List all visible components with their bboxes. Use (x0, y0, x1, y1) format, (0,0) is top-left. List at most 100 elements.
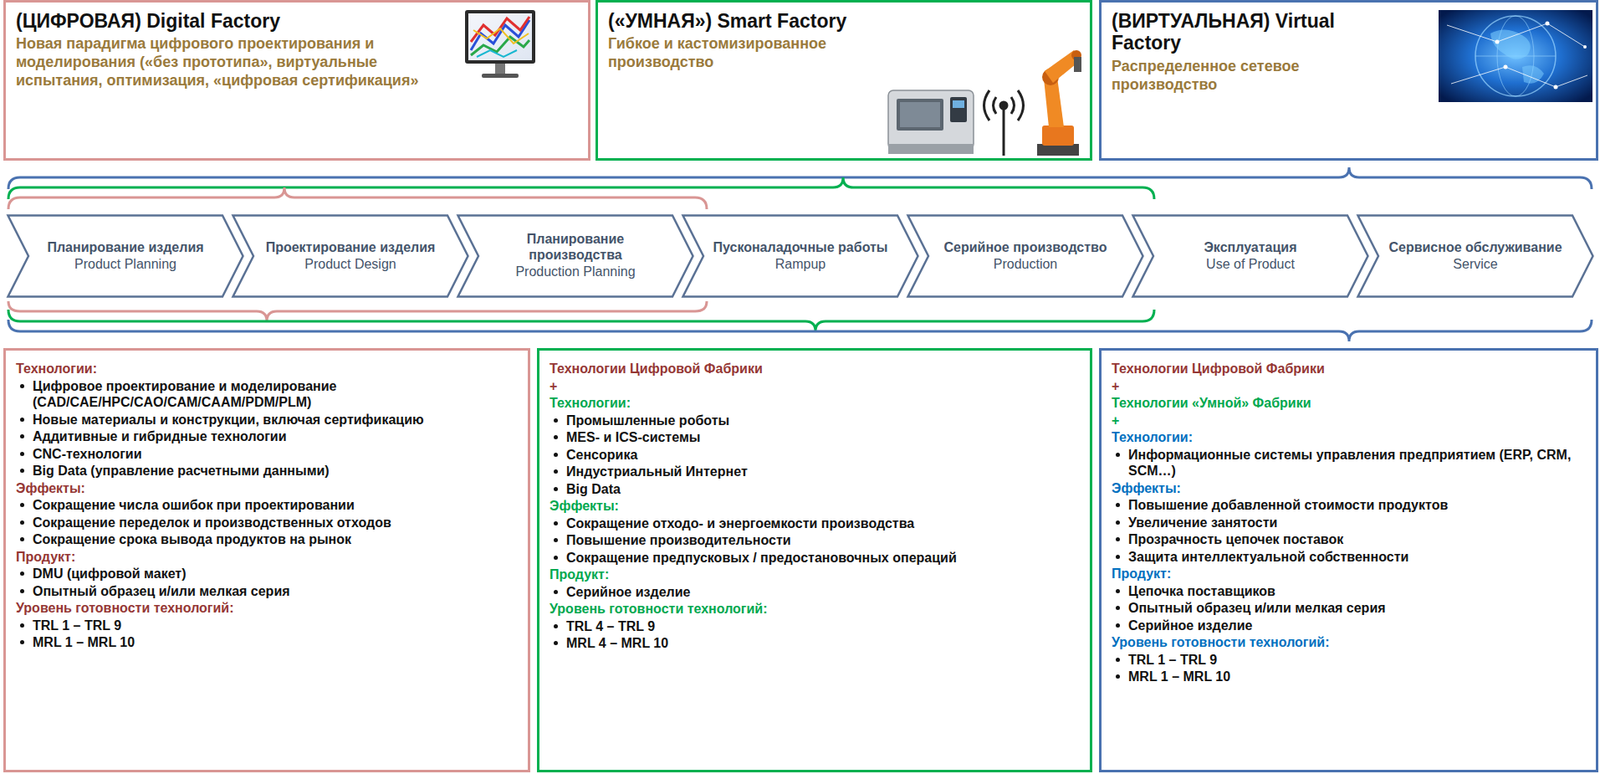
section-heading: Уровень готовности технологий: (549, 600, 1080, 618)
stage-title: Эксплуатация (1203, 240, 1297, 256)
section-heading: Продукт: (15, 548, 518, 566)
list-item: Сенсорика (549, 446, 1080, 464)
chevron-text-area: ЭксплуатацияUse of Product (1158, 216, 1343, 296)
list-item: Повышение производительности (549, 531, 1080, 549)
stage-subtitle: Rampup (775, 256, 826, 272)
list-item: MRL 1 – MRL 10 (15, 633, 518, 651)
list-item: TRL 1 – TRL 9 (1111, 651, 1586, 669)
list-item: Big Data (549, 480, 1080, 498)
list-item: Информационные системы управления предпр… (1111, 446, 1586, 480)
list-item: TRL 4 – TRL 9 (549, 618, 1080, 635)
box-subtitle: Гибкое и кастомизированное производство (608, 35, 885, 72)
chevron-shape (681, 214, 920, 298)
section-heading: Технологии: (15, 360, 518, 378)
list-item: Сокращение отходо- и энергоемкости произ… (549, 515, 1080, 532)
section-heading: + (1111, 412, 1586, 430)
panel-content: Технологии Цифровой Фабрики+Технологии:П… (549, 360, 1080, 652)
chevron-outline (683, 215, 919, 297)
section-heading: Технологии Цифровой Фабрики (549, 360, 1080, 378)
chevron-text-area: Пусконаладочные работыRampup (708, 216, 893, 296)
list-item: TRL 1 – TRL 9 (15, 617, 518, 634)
process-chevron: Планирование изделияProduct Planning (6, 214, 245, 298)
stage-title: Сервисное обслуживание (1388, 240, 1562, 256)
wireless-symbol (984, 90, 1024, 156)
chevron-shape (1131, 214, 1370, 298)
brace (8, 309, 1155, 332)
chevron-outline (1133, 215, 1369, 297)
section-heading: Эффекты: (15, 480, 518, 497)
technology-panel: Технологии Цифровой Фабрики+Технологии «… (1099, 347, 1599, 772)
chevron-outline (233, 215, 469, 297)
section-heading: Технологии: (1111, 429, 1586, 446)
section-heading: Уровень готовности технологий: (1111, 633, 1586, 651)
process-chevron: ЭксплуатацияUse of Product (1131, 214, 1370, 298)
box-title: (ВИРТУАЛЬНАЯ) Virtual Factory (1111, 10, 1338, 55)
brace (8, 187, 707, 210)
section-heading: Технологии «Умной» Фабрики (1111, 394, 1586, 412)
process-chevron: Сервисное обслуживаниеService (1356, 214, 1595, 298)
chevron-text-area: Проектирование изделияProduct Design (258, 216, 443, 296)
panel-content: Технологии Цифровой Фабрики+Технологии «… (1111, 360, 1586, 685)
brace (8, 167, 1592, 190)
chevron-outline (908, 215, 1144, 297)
brace (8, 177, 1155, 200)
section-heading: + (549, 378, 1080, 395)
stage-subtitle: Production (993, 256, 1059, 272)
list-item: Серийное изделие (1111, 617, 1586, 634)
list-item: MES- и ICS-системы (549, 429, 1080, 446)
process-chevron: Проектирование изделияProduct Design (231, 214, 470, 298)
stage-title: Проектирование изделия (265, 240, 436, 256)
factory-box: («УМНАЯ») Smart FactoryГибкое и кастомиз… (595, 0, 1093, 161)
factory-box: (ВИРТУАЛЬНАЯ) Virtual FactoryРаспределен… (1099, 0, 1599, 161)
stage-subtitle: Service (1452, 256, 1498, 272)
list-item: Серийное изделие (549, 583, 1080, 601)
section-heading: Уровень готовности технологий: (15, 599, 518, 617)
chevron-outline (1358, 215, 1594, 297)
list-item: Индустриальный Интернет (549, 463, 1080, 481)
brace (8, 319, 1592, 342)
chevron-text-area: Серийное производствоProduction (933, 216, 1118, 296)
list-item: MRL 1 – MRL 10 (1111, 668, 1586, 685)
list-item: MRL 4 – MRL 10 (549, 634, 1080, 652)
list-item: Увеличение занятости (1111, 514, 1586, 532)
stage-subtitle: Product Design (304, 256, 396, 272)
section-heading: Эффекты: (549, 497, 1080, 515)
brace (8, 301, 707, 322)
box-subtitle: Распределенное сетевое производство (1111, 57, 1363, 95)
stage-title: Планирование производства (483, 231, 668, 263)
section-heading: Продукт: (1111, 565, 1586, 583)
chevron-text-area: Планирование изделияProduct Planning (33, 216, 218, 296)
box-subtitle: Новая парадигма цифрового проектирования… (15, 35, 460, 91)
list-item: Новые материалы и конструкции, включая с… (15, 411, 518, 429)
cnc-machine-illustration (888, 90, 974, 154)
monitor-illustration (465, 10, 536, 78)
section-heading: + (1111, 378, 1586, 395)
process-chevron: Планирование производстваProduction Plan… (456, 214, 695, 298)
section-heading: Продукт: (549, 566, 1080, 583)
list-item: Прозрачность цепочек поставок (1111, 531, 1586, 548)
section-heading: Технологии: (549, 394, 1080, 412)
globe-illustration (1438, 10, 1593, 103)
list-item: Промышленные роботы (549, 412, 1080, 430)
process-chevron: Серийное производствоProduction (906, 214, 1145, 298)
factory-box: (ЦИФРОВАЯ) Digital FactoryНовая парадигм… (3, 0, 591, 161)
chevron-outline (458, 215, 694, 297)
stage-title: Серийное производство (944, 240, 1108, 256)
list-item: Цифровое проектирование и моделирование … (15, 378, 518, 411)
section-heading: Эффекты: (1111, 480, 1586, 497)
list-item: Сокращение предпусковых / предостановочн… (549, 549, 1080, 567)
panel-content: Технологии:Цифровое проектирование и мод… (15, 360, 518, 651)
list-item: Сокращение числа ошибок при проектирован… (15, 496, 518, 514)
list-item: DMU (цифровой макет) (15, 565, 518, 583)
technology-panel: Технологии:Цифровое проектирование и мод… (3, 347, 531, 772)
chevron-text-area: Сервисное обслуживаниеService (1383, 216, 1568, 296)
list-item: Аддитивные и гибридные технологии (15, 428, 518, 445)
chevron-shape (231, 214, 470, 298)
list-item: Сокращение переделок и производственных … (15, 514, 518, 532)
chevron-shape (6, 214, 245, 298)
list-item: Big Data (управление расчетными данными) (15, 462, 518, 480)
stage-subtitle: Production Planning (515, 264, 635, 280)
chevron-text-area: Планирование производстваProduction Plan… (483, 216, 668, 296)
stage-title: Пусконаладочные работы (712, 240, 888, 256)
